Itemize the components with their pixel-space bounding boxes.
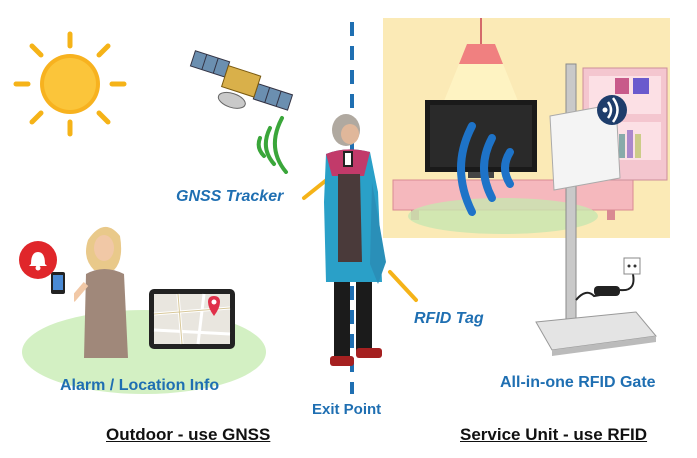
sun-icon bbox=[13, 31, 127, 137]
room-scene bbox=[392, 18, 668, 234]
alarm-bell-icon bbox=[19, 241, 57, 279]
exit-point-label: Exit Point bbox=[312, 401, 382, 418]
service-unit-footer: Service Unit - use RFID bbox=[460, 425, 648, 444]
rfid-gate-icon bbox=[535, 63, 657, 356]
rfid-gate-label: All-in-one RFID Gate bbox=[500, 374, 656, 391]
phone-icon bbox=[51, 272, 65, 294]
rfid-tag-label: RFID Tag bbox=[414, 310, 484, 327]
ceiling-lamp-icon bbox=[459, 44, 503, 64]
satellite-icon bbox=[189, 50, 294, 111]
exit-line bbox=[350, 22, 354, 394]
woman-figure bbox=[74, 226, 128, 358]
rfid-tag-pointer-line bbox=[388, 270, 418, 302]
gnss-tracker-label: GNSS Tracker bbox=[176, 188, 284, 205]
person-figure bbox=[324, 114, 386, 366]
room-floor bbox=[383, 238, 670, 318]
tablet-map-icon bbox=[149, 289, 235, 349]
alarm-location-label: Alarm / Location Info bbox=[60, 377, 220, 394]
rug bbox=[408, 198, 598, 234]
rfid-signal-icon bbox=[457, 122, 514, 216]
outdoor-footer: Outdoor - use GNSS bbox=[106, 425, 271, 444]
gnss-signal-icon bbox=[256, 116, 288, 174]
